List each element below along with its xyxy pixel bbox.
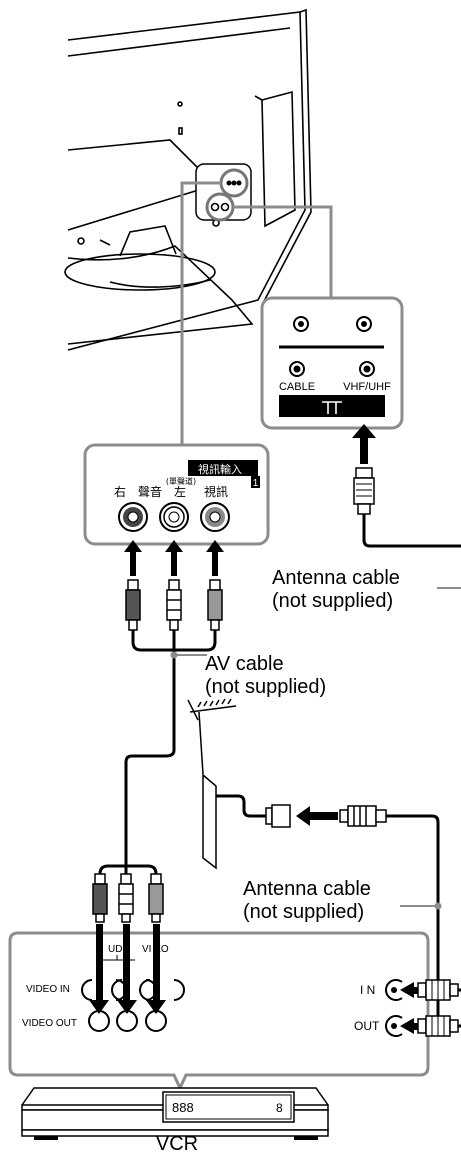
rca-plugs-top [125,579,223,631]
antenna-input-arrow [352,424,376,464]
rca-plugs-bottom [92,873,164,923]
vcr-rear-panel: UDI VI EO VIDEO IN VIDEO OUT I N OUT [8,931,430,1092]
audio-right-label: 右 [114,484,126,499]
video-input-number: 1 [253,478,259,489]
vcr-out-connection [400,1015,461,1037]
outlet-arrow [296,806,338,826]
video-input-panel: 視訊輸入 1 (單聲道) 右 聲音 左 視訊 [83,443,270,546]
audio-left-label: 左 [174,484,186,499]
av-cable-label-2: (not supplied) [205,676,326,698]
antenna-cable-bottom-label-1: Antenna cable [243,878,371,900]
f-connector-mid [339,805,387,827]
vcr-label: VCR [156,1133,198,1152]
vcr-display-frame [165,1094,292,1120]
antenna-cable-top-label-2: (not supplied) [272,590,393,612]
antenna-cable-top-label-1: Antenna cable [272,567,400,589]
antenna-terminal-panel: CABLE VHF/UHF [260,296,404,430]
vcr-video-out-label: VIDEO OUT [22,1018,77,1029]
vcr-in-connection [400,979,459,1001]
vcr-counter: 8 [276,1101,283,1115]
vcr-in-label: I N [360,983,375,997]
video-label: 視訊 [204,484,228,499]
antenna-cable-top [362,514,461,548]
av-cable-bottom [98,864,158,875]
outdoor-antenna-icon [187,698,237,775]
av-cable [124,630,217,880]
vcr-output-arrows [89,924,166,1014]
vcr-video-in-label: VIDEO IN [26,984,70,995]
vcr-audio-label: UDI [108,944,125,955]
callout-leaders [180,181,333,448]
vhf-uhf-terminal-label: VHF/UHF [343,381,391,393]
av-input-arrows [124,540,224,576]
audio-label: 聲音 [138,484,162,499]
vcr-display: 888 [172,1100,194,1115]
tv-rear-panel [64,8,312,351]
outlet-cable [216,794,253,818]
antenna-terminal-icon [322,401,342,414]
mono-label: (單聲道) [166,476,196,486]
av-cable-label-1: AV cable [205,653,284,675]
outlet-connector [252,804,291,828]
tv-jack-cluster [195,163,252,222]
f-connector-top [353,467,375,515]
antenna-cable-bottom-label-2: (not supplied) [243,901,364,923]
video-input-title: 視訊輸入 [198,462,242,476]
cable-terminal-label: CABLE [279,381,315,393]
wall-outlet-icon [202,773,217,870]
vcr-out-label: OUT [354,1019,380,1033]
